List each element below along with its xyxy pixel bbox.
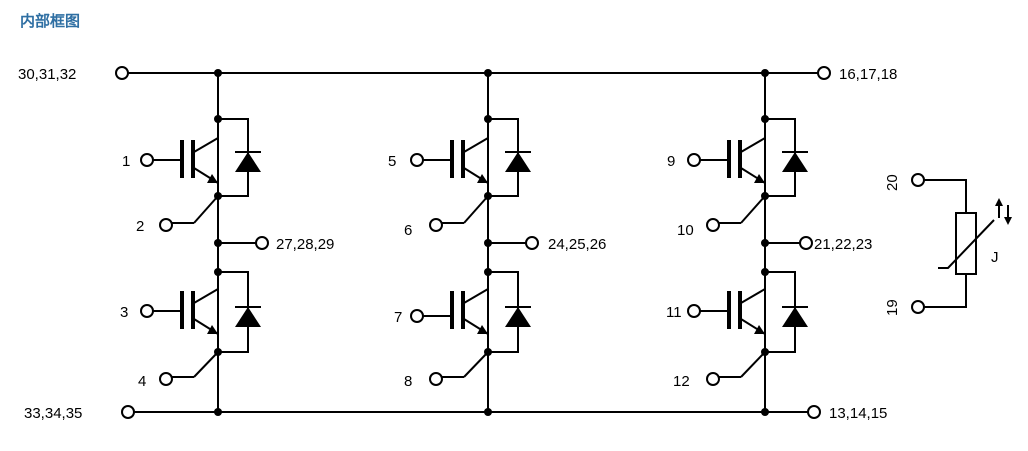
diagram-title: 内部框图 [20,12,81,30]
terminal-phase-3-label: 21,22,23 [814,236,872,253]
terminal-phase-2 [525,236,539,250]
terminal-dc-plus [115,66,129,80]
lower-diode-2 [484,268,531,356]
terminal-phase-2-label: 24,25,26 [548,236,606,253]
lower-diode-3 [761,268,808,356]
terminal-dc-minus [121,405,135,419]
terminal-dc-plus-label: 30,31,32 [18,66,76,83]
emitter-4-label: 4 [138,373,146,390]
ntc-pin-19-label: 19 [884,299,901,316]
terminal-right-bottom [807,405,821,419]
lower-igbt-2: 7 8 [394,288,489,390]
ntc-label: J [991,249,999,266]
upper-igbt-1: 1 2 [122,137,219,235]
terminal-right-top-label: 16,17,18 [839,66,897,83]
terminal-phase-3 [799,236,813,250]
upper-igbt-3: 9 10 [667,137,766,239]
phase-leg-3: 21,22,23 9 10 [666,69,872,416]
upper-diode-2 [484,115,531,200]
gate-7-label: 7 [394,309,402,326]
upper-igbt-2: 5 6 [388,137,489,239]
emitter-10-label: 10 [677,222,694,239]
terminal-ntc-19 [911,300,925,314]
gate-5-label: 5 [388,153,396,170]
lower-igbt-3: 11 12 [666,288,766,390]
phase-leg-1: 27,28,29 1 2 [120,69,334,416]
thermistor-body [955,212,977,275]
terminal-phase-1 [255,236,269,250]
phase-leg-2: 24,25,26 5 6 [388,69,606,416]
lower-diode-1 [214,268,261,356]
emitter-8-label: 8 [404,373,412,390]
terminal-phase-1-label: 27,28,29 [276,236,334,253]
gate-3-label: 3 [120,304,128,321]
terminal-right-bottom-label: 13,14,15 [829,405,887,422]
upper-diode-3 [761,115,808,200]
terminal-dc-minus-label: 33,34,35 [24,405,82,422]
lower-igbt-1: 3 4 [120,288,219,390]
terminal-right-top [817,66,831,80]
emitter-6-label: 6 [404,222,412,239]
terminal-ntc-20 [911,173,925,187]
gate-11-label: 11 [666,304,682,321]
emitter-12-label: 12 [673,373,690,390]
emitter-2-label: 2 [136,218,144,235]
gate-1-label: 1 [122,153,130,170]
ntc-pin-20-label: 20 [884,174,901,191]
ntc-thermistor: 20 19 J [884,173,1012,316]
upper-diode-1 [214,115,261,200]
gate-9-label: 9 [667,153,675,170]
